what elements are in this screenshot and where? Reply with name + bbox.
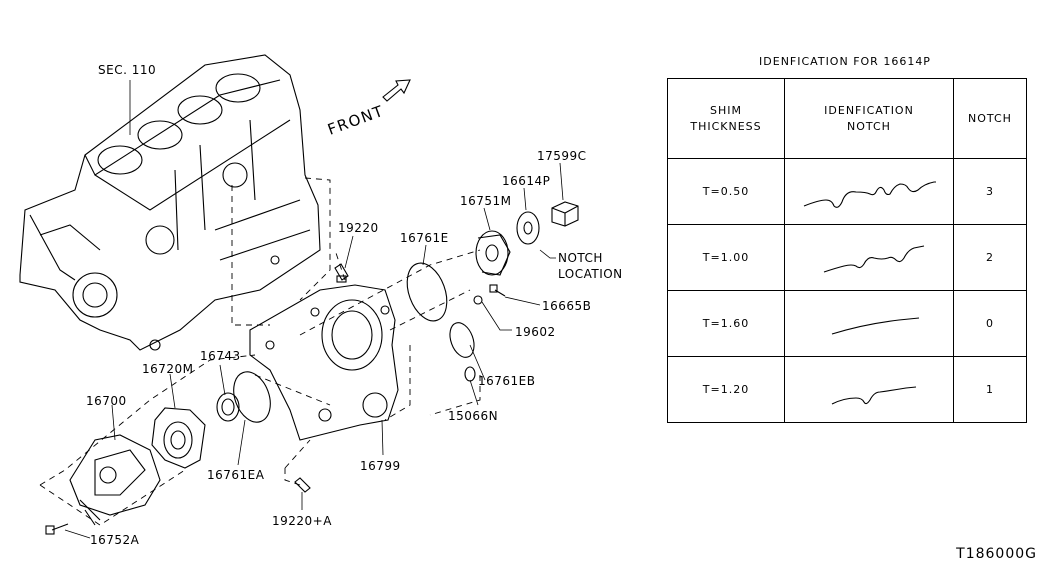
o-ring-16761e bbox=[406, 262, 448, 322]
reference-code: T186000G bbox=[956, 546, 1037, 562]
o-ring-16761ea bbox=[233, 371, 271, 423]
cell-notch-profile bbox=[784, 158, 954, 225]
bolt-16665b bbox=[489, 284, 506, 297]
seal-16743-illustration bbox=[216, 392, 240, 422]
table-header-row: SHIM THICKNESS IDENFICATION NOTCH NOTCH bbox=[667, 78, 1027, 159]
label-19602: 19602 bbox=[515, 325, 556, 339]
label-16720m: 16720M bbox=[142, 362, 194, 376]
notch-profile-1 bbox=[831, 385, 917, 404]
table-title: IDENFICATION FOR 16614P bbox=[759, 55, 931, 68]
washer-19602 bbox=[473, 295, 483, 305]
label-19220a: 19220+A bbox=[272, 514, 332, 528]
cell-thickness: T=1.00 bbox=[667, 224, 785, 291]
table-row: T=1.20 1 bbox=[667, 356, 1027, 423]
cell-notch-count: 0 bbox=[953, 290, 1027, 357]
table-row: T=1.00 2 bbox=[667, 224, 1027, 291]
label-17599c: 17599C bbox=[537, 149, 587, 163]
notch-profile-0 bbox=[831, 316, 920, 335]
label-16700: 16700 bbox=[86, 394, 127, 408]
cell-notch-count: 3 bbox=[953, 158, 1027, 225]
shim-identification-table: SHIM THICKNESS IDENFICATION NOTCH NOTCH … bbox=[667, 78, 1027, 423]
cell-notch-profile bbox=[784, 290, 954, 357]
parts-diagram: SEC. 110 FRONT 17599C 16614P 16751M 1922… bbox=[19, 54, 623, 547]
label-16751m: 16751M bbox=[460, 194, 512, 208]
shim-16614p-illustration bbox=[516, 211, 540, 245]
label-sec-110: SEC. 110 bbox=[98, 63, 156, 77]
table-row: T=0.50 3 bbox=[667, 158, 1027, 225]
label-16614p: 16614P bbox=[502, 174, 550, 188]
label-15066n: 15066N bbox=[448, 409, 498, 423]
cap-17599c-illustration bbox=[551, 201, 579, 227]
header-identification-notch: IDENFICATION NOTCH bbox=[784, 78, 954, 159]
cell-notch-profile bbox=[784, 224, 954, 291]
label-front: FRONT bbox=[325, 102, 386, 139]
bolt-16752a bbox=[45, 523, 69, 535]
table-row: T=1.60 0 bbox=[667, 290, 1027, 357]
cylinder-block-illustration bbox=[19, 54, 321, 351]
label-notch: NOTCH bbox=[558, 251, 603, 265]
notch-profile-2 bbox=[823, 244, 925, 273]
header-notch: NOTCH bbox=[953, 78, 1027, 159]
label-16752a: 16752A bbox=[90, 533, 140, 547]
cell-thickness: T=1.60 bbox=[667, 290, 785, 357]
cell-thickness: T=1.20 bbox=[667, 356, 785, 423]
label-16761ea: 16761EA bbox=[207, 468, 265, 482]
gear-16751m-illustration bbox=[475, 230, 511, 276]
label-19220: 19220 bbox=[338, 221, 379, 235]
o-ring-16761eb bbox=[449, 322, 475, 358]
cover-16799-illustration bbox=[249, 284, 399, 441]
cell-notch-profile bbox=[784, 356, 954, 423]
bolt-19220a bbox=[294, 477, 311, 493]
label-16761e: 16761E bbox=[400, 231, 449, 245]
header-shim-thickness: SHIM THICKNESS bbox=[667, 78, 785, 159]
label-16743: 16743 bbox=[200, 349, 241, 363]
bolt-19220 bbox=[334, 263, 349, 283]
label-16761eb: 16761EB bbox=[478, 374, 536, 388]
cell-thickness: T=0.50 bbox=[667, 158, 785, 225]
o-ring-15066n bbox=[464, 366, 476, 382]
front-arrow bbox=[382, 79, 411, 102]
label-location: LOCATION bbox=[558, 267, 623, 281]
label-16665b: 16665B bbox=[542, 299, 591, 313]
notch-profile-3 bbox=[803, 180, 936, 208]
pump-16700-illustration bbox=[69, 434, 161, 526]
adapter-16720m-illustration bbox=[151, 407, 206, 469]
cell-notch-count: 1 bbox=[953, 356, 1027, 423]
label-16799: 16799 bbox=[360, 459, 401, 473]
cell-notch-count: 2 bbox=[953, 224, 1027, 291]
